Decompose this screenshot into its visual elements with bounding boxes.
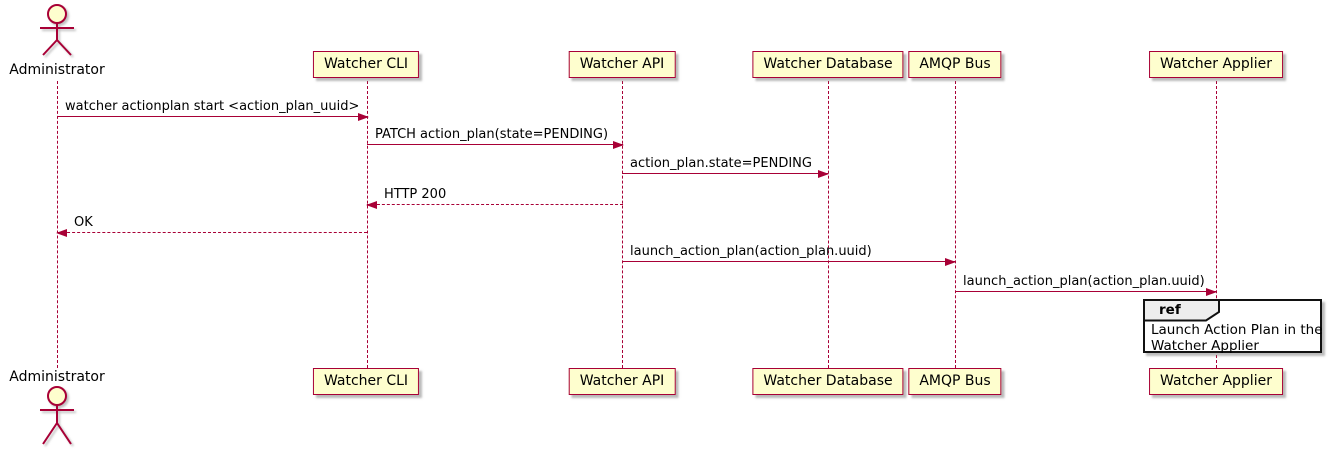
participant-watcher-database: Watcher Database: [752, 51, 904, 78]
arrowhead-right-icon: [358, 113, 369, 121]
message-label: action_plan.state=PENDING: [630, 156, 812, 171]
participant-watcher-api-bottom: Watcher API: [568, 368, 676, 395]
actor-icon: [40, 4, 74, 56]
message-launch-action-plan-amqp: launch_action_plan(action_plan.uuid): [622, 244, 956, 266]
message-label: OK: [74, 215, 93, 230]
message-label: launch_action_plan(action_plan.uuid): [963, 274, 1205, 289]
message-label: HTTP 200: [384, 187, 447, 202]
participant-amqp-bus-bottom: AMQP Bus: [908, 368, 1002, 395]
arrowhead-left-icon: [56, 229, 67, 237]
message-set-state-pending: action_plan.state=PENDING: [622, 156, 829, 178]
arrowhead-right-icon: [1206, 288, 1217, 296]
lifeline-watcher-cli: [367, 81, 368, 368]
arrowhead-right-icon: [613, 141, 624, 149]
message-line: [622, 173, 828, 174]
lifeline-watcher-api: [622, 81, 623, 368]
ref-fragment: ref Launch Action Plan in the Watcher Ap…: [1143, 299, 1323, 354]
message-http-200: HTTP 200: [366, 187, 623, 209]
arrowhead-left-icon: [366, 201, 377, 209]
message-start-actionplan: watcher actionplan start <action_plan_uu…: [57, 99, 369, 121]
message-line: [367, 204, 623, 205]
participant-amqp-bus: AMQP Bus: [908, 51, 1002, 78]
lifeline-watcher-applier: [1216, 81, 1217, 368]
actor-icon: [40, 386, 74, 445]
lifeline-amqp-bus: [955, 81, 956, 368]
ref-body-line2: Watcher Applier: [1151, 338, 1259, 354]
participant-watcher-applier: Watcher Applier: [1149, 51, 1283, 78]
arrowhead-right-icon: [945, 258, 956, 266]
ref-keyword: ref: [1159, 302, 1181, 318]
arrowhead-right-icon: [818, 170, 829, 178]
participant-watcher-database-bottom: Watcher Database: [752, 368, 904, 395]
message-line: [622, 261, 955, 262]
message-patch-action-plan: PATCH action_plan(state=PENDING): [367, 127, 624, 149]
participant-watcher-cli: Watcher CLI: [312, 51, 420, 78]
message-label: PATCH action_plan(state=PENDING): [375, 127, 609, 142]
ref-body-line1: Launch Action Plan in the: [1151, 322, 1323, 338]
message-ok: OK: [56, 215, 367, 237]
ref-body-text: Launch Action Plan in the Watcher Applie…: [1151, 322, 1323, 354]
participant-watcher-cli-bottom: Watcher CLI: [312, 368, 420, 395]
participant-watcher-applier-bottom: Watcher Applier: [1149, 368, 1283, 395]
message-line: [57, 116, 368, 117]
message-line: [367, 144, 623, 145]
message-label: watcher actionplan start <action_plan_uu…: [65, 99, 360, 114]
message-line: [57, 232, 367, 233]
lifeline-administrator: [57, 81, 58, 368]
message-launch-action-plan-applier: launch_action_plan(action_plan.uuid): [955, 274, 1217, 296]
message-label: launch_action_plan(action_plan.uuid): [630, 244, 872, 259]
lifeline-watcher-database: [828, 81, 829, 368]
ref-header-pentagon-icon: [1143, 299, 1220, 322]
message-line: [955, 291, 1216, 292]
actor-label-administrator-bottom: Administrator: [9, 369, 105, 385]
participant-watcher-api: Watcher API: [568, 51, 676, 78]
actor-label-administrator: Administrator: [9, 62, 105, 78]
